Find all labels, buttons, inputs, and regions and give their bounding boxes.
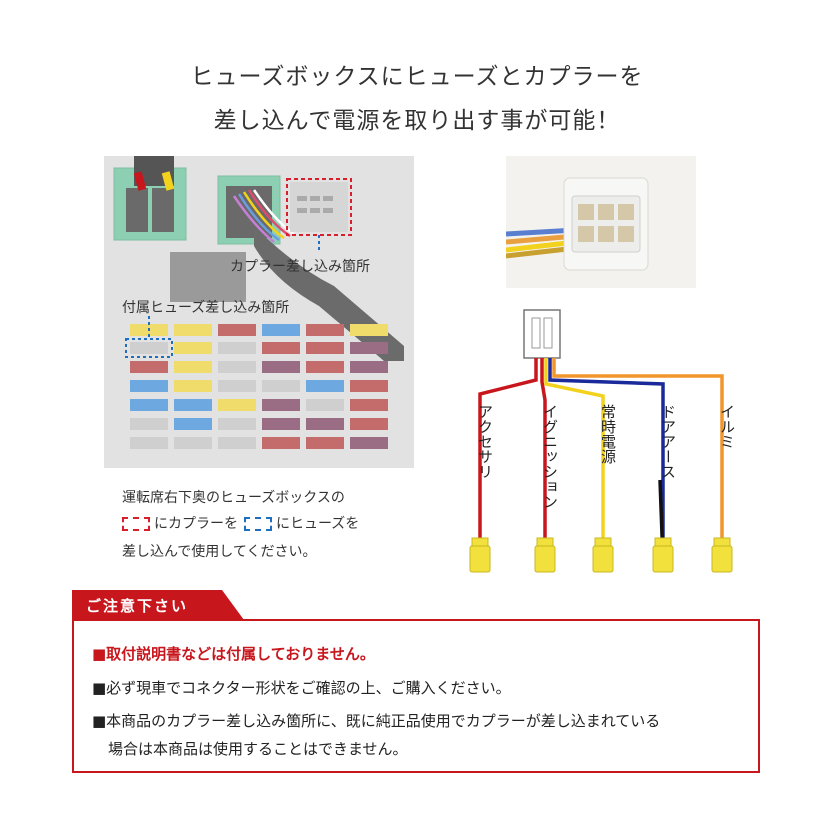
wire-label-door-ground: ドアアース [659,404,677,479]
wire-constant-power [544,358,605,562]
description-coupler-text: にカプラーを [154,516,238,532]
fuse-box-illustration [104,156,414,468]
wire-label-accessory: アクセサリ [476,404,494,479]
notice-box: ■取付説明書などは付属しておりません。 ■必ず現車でコネクター形状をご確認の上、… [72,619,760,773]
red-dashed-marker-icon [122,517,150,531]
fuse-box-drawing [113,156,404,449]
description-line-3: 差し込んで使用してください。 [122,544,317,560]
terminal-door-ground [652,545,674,573]
terminal-illumination [711,545,733,573]
wire-door-ground [548,358,665,562]
wire-illumination [552,358,724,562]
wire-label-constant-power: 常時電源 [599,404,617,464]
notice-title: ご注意下さい [86,597,189,615]
coupler-photo-drawing [506,156,696,288]
coupler-insertion-callout: カプラー差し込み箇所 [230,259,370,275]
description-fuse-text: にヒューズを [276,516,360,532]
wire-label-ignition: イグニッション [541,404,559,509]
coupler-photo [506,156,696,288]
terminal-ignition [534,545,556,573]
description-line-2: にカプラーを にヒューズを [122,513,359,533]
terminal-accessory [469,545,491,573]
terminal-constant-power [592,545,614,573]
notice-item-3-continued: 場合は本商品は使用することはできません。 [108,740,408,758]
notice-item-2: ■必ず現車でコネクター形状をご確認の上、ご購入ください。 [92,679,511,697]
notice-item-3: ■本商品のカプラー差し込み箇所に、既に純正品使用でカプラーが差し込まれている [92,712,661,730]
notice-item-1: ■取付説明書などは付属しておりません。 [92,645,375,663]
fuse-insertion-callout: 付属ヒューズ差し込み箇所 [122,300,290,316]
wire-accessory [478,358,538,562]
notice-tab-shape [72,590,244,620]
wire-label-illumination: イルミ [718,404,736,449]
headline-line-1: ヒューズボックスにヒューズとカプラーを [190,64,644,90]
harness-connector [523,309,561,359]
headline-line-2: 差し込んで電源を取り出す事が可能！ [213,108,621,134]
description-line-1: 運転席右下奥のヒューズボックスの [122,490,345,506]
wiring-harness-diagram: アクセサリ イグニッション 常時電源 ドアアース イルミ [469,309,736,573]
wire-ignition [540,358,547,562]
blue-dashed-marker-icon [244,517,272,531]
